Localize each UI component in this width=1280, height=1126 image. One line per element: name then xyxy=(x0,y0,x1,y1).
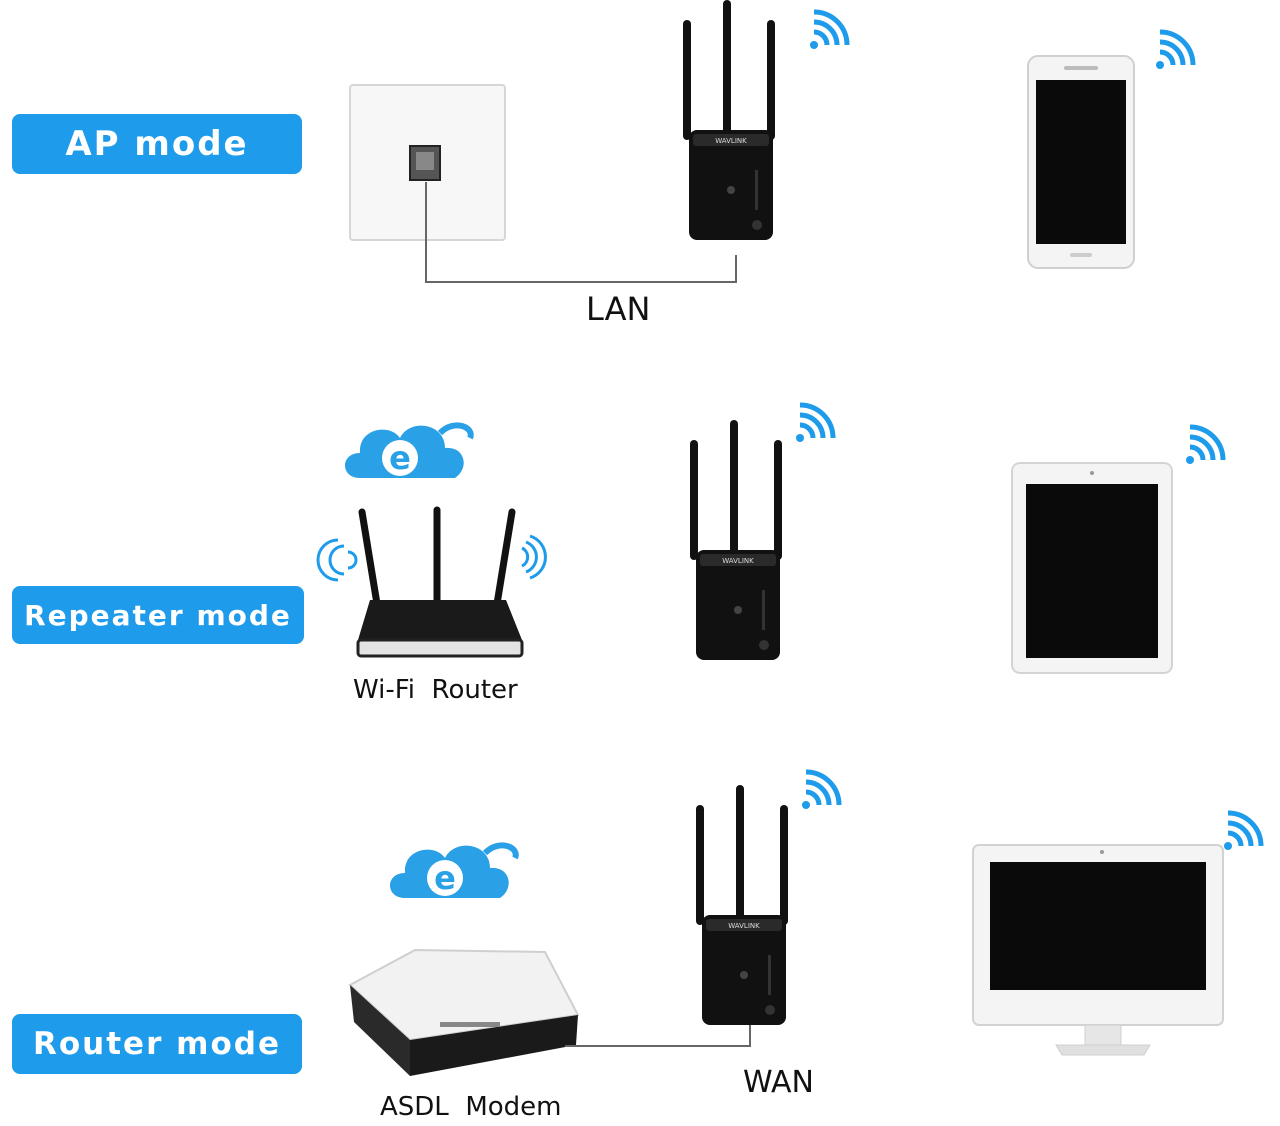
wifi-signal-icon xyxy=(1224,813,1261,850)
internet-cloud-icon xyxy=(390,845,516,898)
wifi-router-label: Wi-Fi Router xyxy=(353,675,518,705)
repeater-icon xyxy=(690,420,782,660)
wifi-signal-icon xyxy=(802,772,839,809)
ap-mode-badge: AP mode xyxy=(12,114,302,174)
wan-cable xyxy=(565,1025,751,1047)
wifi-router-icon xyxy=(356,506,524,658)
router-mode-badge: Router mode xyxy=(12,1014,302,1074)
smartphone-icon xyxy=(1027,55,1135,269)
lan-label: LAN xyxy=(586,290,651,328)
wifi-signal-right-icon xyxy=(521,534,547,580)
internet-cloud-icon xyxy=(345,425,471,478)
wifi-signal-icon xyxy=(796,405,833,442)
wifi-signal-icon xyxy=(1186,427,1223,464)
tablet-icon xyxy=(1011,462,1173,674)
wall-socket-icon xyxy=(349,84,506,241)
wan-label: WAN xyxy=(743,1065,814,1100)
lan-cable xyxy=(425,182,737,283)
wifi-signal-icon xyxy=(1156,32,1193,69)
modem-icon xyxy=(348,948,580,1076)
asdl-modem-label: ASDL Modem xyxy=(380,1092,562,1122)
repeater-icon xyxy=(696,785,788,1025)
repeater-icon xyxy=(683,0,775,240)
wifi-signal-left-icon xyxy=(316,538,358,582)
repeater-mode-badge: Repeater mode xyxy=(12,586,304,644)
all-in-one-pc-icon xyxy=(972,844,1224,1056)
wifi-signal-icon xyxy=(810,12,847,49)
